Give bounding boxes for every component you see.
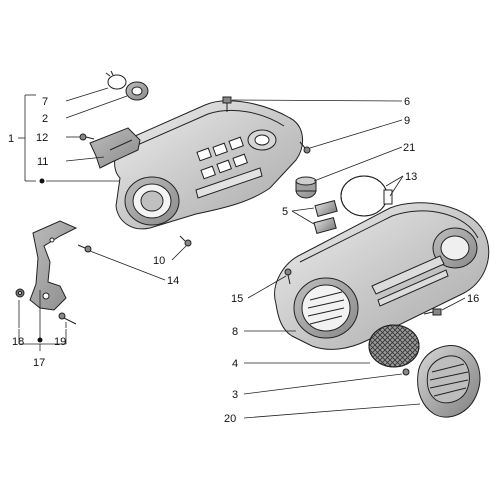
cap-part <box>417 345 481 418</box>
callout-10: 10 <box>153 255 165 267</box>
mounting-bracket-part <box>29 220 78 311</box>
circlip-part <box>105 70 127 90</box>
lower-transmission-cover <box>274 202 490 350</box>
group-dot <box>39 178 45 184</box>
callout-19: 19 <box>54 336 66 348</box>
callout-11: 11 <box>37 156 48 168</box>
pin-part <box>58 312 77 325</box>
callout-6: 6 <box>404 96 410 108</box>
screw-part <box>299 141 311 154</box>
screw-part <box>179 235 192 247</box>
bearing-part <box>125 81 149 101</box>
callout-9: 9 <box>404 115 410 127</box>
screw-part <box>77 244 92 253</box>
leader-lines <box>18 87 466 419</box>
pad-part <box>313 199 338 234</box>
clamp-part <box>340 175 393 217</box>
callout-13: 13 <box>405 171 417 183</box>
grille-part <box>368 324 420 368</box>
screw-part <box>79 133 95 141</box>
callout-18: 18 <box>12 336 24 348</box>
bushing-part <box>295 176 317 199</box>
callout-8: 8 <box>232 326 238 338</box>
screw-part <box>402 368 410 376</box>
callout-17: 17 <box>33 357 45 369</box>
group-dot <box>37 337 43 343</box>
bolt-part <box>222 96 232 112</box>
callout-21: 21 <box>403 142 415 154</box>
bolt-part <box>423 308 442 316</box>
nut-part <box>15 288 25 298</box>
screw-part <box>284 268 292 285</box>
callout-4: 4 <box>232 358 238 370</box>
callout-14: 14 <box>167 275 179 287</box>
callout-5: 5 <box>282 206 288 218</box>
callout-16: 16 <box>467 293 479 305</box>
callout-12: 12 <box>36 132 48 144</box>
callout-1: 1 <box>8 133 14 145</box>
callout-15: 15 <box>231 293 243 305</box>
upper-transmission-cover <box>114 100 303 230</box>
callout-3: 3 <box>232 389 238 401</box>
callout-7: 7 <box>42 96 48 108</box>
callout-2: 2 <box>42 113 48 125</box>
callout-20: 20 <box>224 413 236 425</box>
